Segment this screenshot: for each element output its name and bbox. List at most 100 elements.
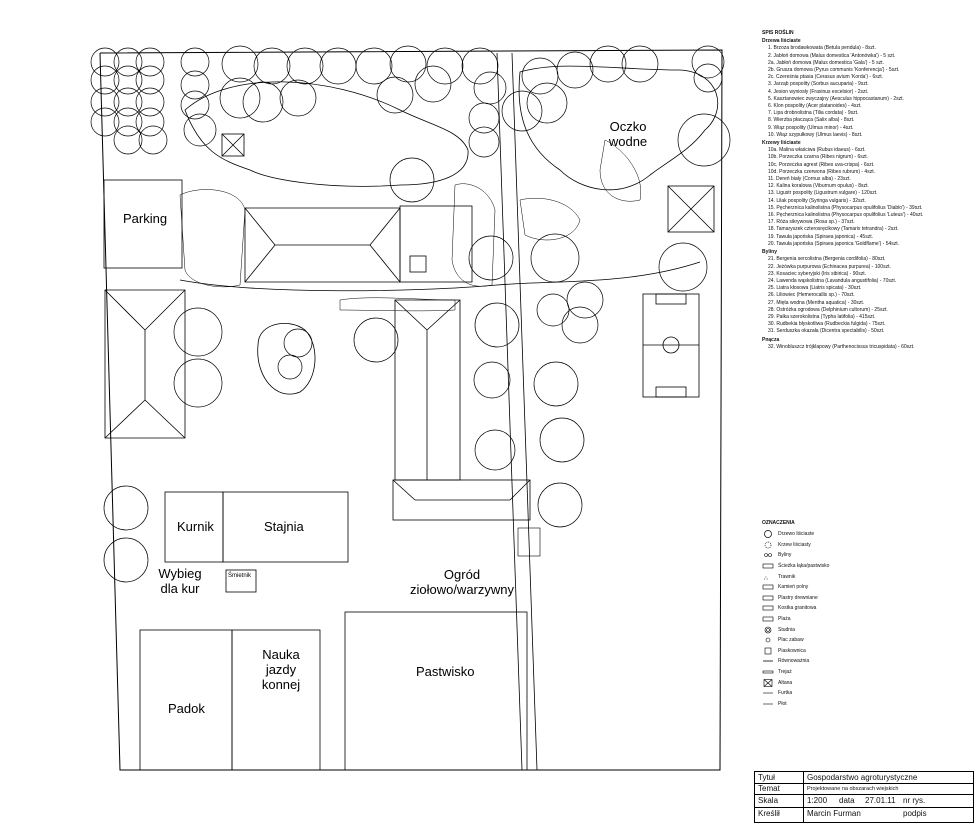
area-label-trash: Śmietnik: [228, 573, 252, 579]
symbol-legend: OZNACZENIA Drzewo liściaste Krzew liścia…: [762, 520, 972, 709]
fence-symbol-icon: [763, 703, 773, 705]
symbol-label: Plaża: [778, 616, 791, 623]
legend-item: 12. Kalina koralowa (Viburnum opulus) - …: [768, 183, 869, 190]
legend-item: 8. Wierzba płacząca (Salix alba) - 8szt.: [768, 117, 855, 124]
symbol-label: Kamień polny: [778, 584, 809, 591]
trellis-symbol-icon: [762, 670, 774, 674]
scale-label: Skala: [758, 796, 779, 805]
legend-group-name: Krzewy liściaste: [762, 140, 801, 147]
legend-item: 10a. Malina właściwa (Rubus idaeus) - 6s…: [768, 147, 866, 154]
symbol-label: Ścieżka łąka/pastwisko: [778, 563, 830, 570]
legend-item: 10c. Porzeczka agrest (Ribes uva-crispa)…: [768, 161, 875, 168]
wood-slices-symbol-icon: [762, 595, 774, 601]
garden-path: [184, 81, 469, 187]
legend-item: 27. Mięta wodna (Mentha aquatica) - 30sz…: [768, 299, 865, 306]
area-label-parking: Parking: [123, 211, 168, 226]
legend-item: 22. Jeżówka purpurowa (Echinacea purpure…: [768, 263, 891, 270]
legend-item: 26. Liliowiec (Hemerocallis sp.) - 70szt…: [768, 292, 855, 299]
topic-value: Projektowane na obszarach wiejskich: [807, 786, 899, 792]
area-label-henhouse: Kurnik: [177, 519, 214, 534]
legend-item: 14. Lilak pospolity (Syringa vulgaris) -…: [768, 197, 866, 204]
flower-bed: [257, 323, 316, 395]
road-right-edge: [511, 52, 538, 771]
svg-text:∴: ∴: [764, 576, 768, 581]
pond-outline: [518, 65, 719, 191]
legend-item: 25. Liatra kłosowa (Liatris spicata) - 3…: [768, 285, 862, 292]
stone-symbol-icon: [762, 584, 774, 590]
symbol-label: Altana: [778, 679, 793, 686]
title-label: Tytuł: [758, 773, 775, 782]
legend-item: 5. Kasztanowiec zwyczajny (Aesculus hipp…: [768, 95, 904, 102]
title-value: Gospodarstwo agroturystyczne: [807, 773, 918, 782]
gazebo-symbol-icon: [763, 678, 773, 687]
symbol-label: Piaskownica: [778, 647, 806, 654]
date-value: 27.01.11: [865, 796, 896, 805]
balance-beam-symbol-icon: [763, 661, 773, 662]
legend-group-name: Drzewa liściaste: [762, 38, 801, 45]
gate: [517, 527, 541, 557]
granite-symbol-icon: [762, 606, 774, 611]
legend-item: 29. Pałka szerokolistna (Typha latifolia…: [768, 313, 876, 320]
legend-item: 24. Lawenda wąskolistna (Lavandula angus…: [768, 277, 897, 284]
riding-field: [231, 629, 321, 771]
legend-item: 23. Kosaciec syberyjski (Iris sibirica) …: [768, 270, 867, 277]
legend-item: 31. Serduszka okazała (Dicentra spectabi…: [768, 328, 885, 335]
legend-item: 4. Jesion wyniosły (Fraxinus excelsior) …: [768, 88, 869, 95]
symbol-label: Płot: [778, 700, 787, 707]
legend-item: 18. Tamaryszek czterosręcikowy (Tamarix …: [768, 226, 899, 233]
legend-item: 19. Tawuła japońska (Spiraea japonica) -…: [768, 233, 873, 240]
symbol-label: Plac zabaw: [778, 637, 804, 644]
symbol-label: Plastry drewniane: [778, 594, 818, 601]
scale-value: 1:200: [807, 796, 828, 805]
symbol-label: Furtka: [778, 690, 793, 697]
paddock-field: [139, 629, 233, 771]
property-fence: [99, 49, 723, 771]
symbol-label: Krzew liściasty: [778, 541, 811, 548]
road-left-edge: [496, 52, 523, 771]
trees: [90, 45, 731, 583]
area-label-pasture: Pastwisko: [416, 664, 475, 679]
topic-label: Temat: [758, 784, 780, 793]
legend-item: 10b. Porzeczka czarna (Ribes nigrum) - 6…: [768, 154, 869, 161]
plant-list-title: SPIS ROŚLIN: [762, 30, 794, 36]
trash-shed: [225, 569, 257, 593]
area-label-herb-garden: Ogród ziołowo/warzywny: [409, 567, 515, 597]
title-block: Tytuł Gospodarstwo agroturystyczne Temat…: [754, 771, 974, 823]
symbol-label: Studnia: [778, 626, 795, 633]
area-label-paddock: Padok: [168, 701, 205, 716]
gazebo-small: [221, 133, 245, 157]
guest-house: [394, 299, 461, 481]
legend-item: 2b. Grusza domowa (Pyrus communis 'Konfe…: [768, 67, 900, 74]
playground: [399, 205, 473, 283]
legend-item: 21. Bergenia sercolistna (Bergenia cordi…: [768, 256, 886, 263]
perennial-symbol-icon: [764, 553, 772, 558]
tree-symbol-icon: [764, 530, 772, 539]
symbol-label: Kostka granitowa: [778, 605, 817, 612]
area-label-chicken-run: Wybieg dla kur: [158, 566, 202, 596]
lawn-symbol-icon: ∴: [764, 576, 768, 581]
legend-item: 3. Jarząb pospolity (Sorbus aucuparia) -…: [768, 81, 869, 88]
legend-item: 30. Rudbekia błyskotliwa (Rudbeckia fulg…: [768, 321, 886, 328]
pasture-field: [344, 611, 528, 771]
legend-group-name: Byliny: [762, 249, 778, 256]
symbol-label: Równoważnia: [778, 658, 810, 665]
area-label-stable: Stajnia: [264, 519, 304, 534]
sandbox-symbol-icon: [764, 647, 772, 655]
legend-item: 10. Wiąz szypułkowy (Ulmus laevis) - 8sz…: [768, 131, 863, 138]
drawing-number-label: nr rys.: [903, 796, 926, 805]
legend-item: 7. Lipa drobnolistna (Tilia cordata) - 9…: [768, 110, 859, 117]
shrubs: [179, 139, 642, 312]
legend-item: 20. Tawuła japońska (Spiraea japonica 'G…: [768, 240, 900, 247]
legend-item: 28. Ostróżka ogrodowa (Delphinium cultor…: [768, 306, 888, 313]
lower-path: [179, 261, 701, 292]
legend-item: 2c. Czereśnia ptasia (Cerasus avium 'Kor…: [768, 74, 884, 81]
shrub-symbol-icon: [764, 541, 772, 549]
barn-lower: [392, 479, 531, 521]
symbol-label: Trawnik: [778, 573, 796, 580]
sandbox: [409, 255, 427, 273]
legend-item: 32. Winobluszcz trójklapowy (Parthenocis…: [768, 343, 915, 350]
symbol-label: Trejaż: [778, 669, 792, 676]
area-label-riding: Nauka jazdy konnej: [261, 647, 301, 692]
legend-item: 13. Ligustr pospolity (Ligustrum vulgare…: [768, 190, 878, 197]
